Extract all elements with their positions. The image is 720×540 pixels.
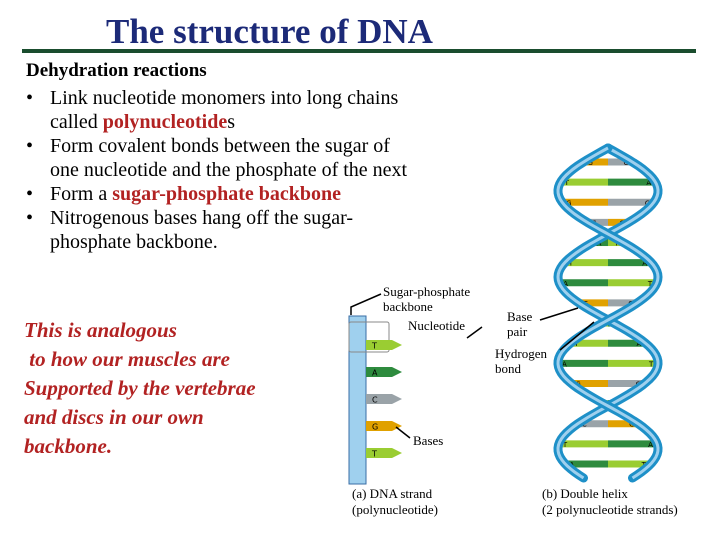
strand-base-T <box>366 448 402 458</box>
bullet-item: • Nitrogenous bases hang off the sugar- … <box>26 206 506 254</box>
bullet-text: called <box>50 111 103 133</box>
pointer-base-pair <box>539 307 579 321</box>
helix-base-letter: A <box>563 280 568 288</box>
bullet-text: Form covalent bonds between the sugar of <box>50 135 390 157</box>
label-nucleotide: Nucleotide <box>408 318 466 333</box>
strand-base-letter: T <box>371 450 377 459</box>
bullet-item: • Form a sugar-phosphate backbone <box>26 182 506 206</box>
helix-base-letter: T <box>562 441 568 449</box>
helix-base-letter: T <box>568 260 574 268</box>
nucleotide-box <box>348 321 390 353</box>
helix-base-letter: A <box>646 179 651 187</box>
strand-base-T <box>366 340 402 350</box>
bullet-marker: • <box>26 207 34 229</box>
analogy-line: and discs in our own <box>24 405 204 429</box>
helix-backbone-highlight <box>556 146 660 480</box>
bullet-marker: • <box>26 135 34 157</box>
label-base: Base <box>507 309 533 324</box>
bullet-text: phosphate backbone. <box>50 231 218 253</box>
section-heading: Dehydration reactions <box>26 60 207 81</box>
bullet-marker: • <box>26 183 34 205</box>
analogy-line: Supported by the vertebrae <box>24 376 256 400</box>
title-underline <box>22 49 696 53</box>
strand-backbone <box>348 315 367 485</box>
helix-backbone-highlight <box>556 146 660 480</box>
helix-base-letter: A <box>636 340 641 348</box>
analogy-line: This is analogous <box>24 318 177 342</box>
label-backbone: backbone <box>383 299 433 314</box>
bullet-item: • Form covalent bonds between the sugar … <box>26 134 506 182</box>
pointer-bases <box>395 426 411 439</box>
bullet-text: Form a <box>50 183 113 205</box>
pointer-hydrogen-bond <box>559 321 595 351</box>
bullet-marker: • <box>26 87 34 109</box>
page-title: The structure of DNA <box>106 12 433 51</box>
bullet-text: one nucleotide and the phosphate of the … <box>50 159 408 181</box>
helix-base-letter: A <box>642 260 647 268</box>
caption-polynucleotide: (polynucleotide) <box>352 502 438 517</box>
analogy-line: to how our muscles are <box>24 347 230 371</box>
caption-dna-strand: (a) DNA strand <box>352 486 433 501</box>
helix-base-letter: A <box>562 360 567 368</box>
pointer-nucleotide <box>466 326 483 339</box>
strand-base-letter: C <box>372 396 378 405</box>
strand-base-letter: T <box>371 342 377 351</box>
label-pair: pair <box>507 324 528 339</box>
analogy-line: backbone. <box>24 434 113 458</box>
pointer-backbone <box>350 293 382 315</box>
bullet-item: • Link nucleotide monomers into long cha… <box>26 86 506 134</box>
helix-base-letter: A <box>648 441 653 449</box>
caption-double-helix: (b) Double helix <box>542 486 628 501</box>
strand-base-letter: A <box>372 369 378 378</box>
label-sugar-phosphate: Sugar-phosphate <box>383 284 471 299</box>
helix-base-letter: T <box>647 280 653 288</box>
bullet-text: Nitrogenous bases hang off the sugar- <box>50 207 354 229</box>
label-bases: Bases <box>413 433 444 448</box>
label-hydrogen: Hydrogen <box>495 346 547 361</box>
caption-two-strands: (2 polynucleotide strands) <box>542 502 678 517</box>
helix-base-letter: T <box>564 179 570 187</box>
label-bond: bond <box>495 361 521 376</box>
strand-base-C <box>366 394 402 404</box>
strand-base-letter: G <box>372 423 378 432</box>
term-sugar-phosphate-backbone: sugar-phosphate backbone <box>112 183 341 205</box>
helix-base-letter: T <box>648 360 654 368</box>
strand-base-A <box>366 367 402 377</box>
term-polynucleotide: polynucleotide <box>102 111 228 133</box>
bullet-text: Link nucleotide monomers into long chain… <box>50 87 399 109</box>
bullet-list: • Link nucleotide monomers into long cha… <box>26 86 506 254</box>
analogy-note: This is analogous to how our muscles are… <box>24 316 324 461</box>
bullet-text: s <box>227 111 235 133</box>
strand-base-G <box>366 421 402 431</box>
